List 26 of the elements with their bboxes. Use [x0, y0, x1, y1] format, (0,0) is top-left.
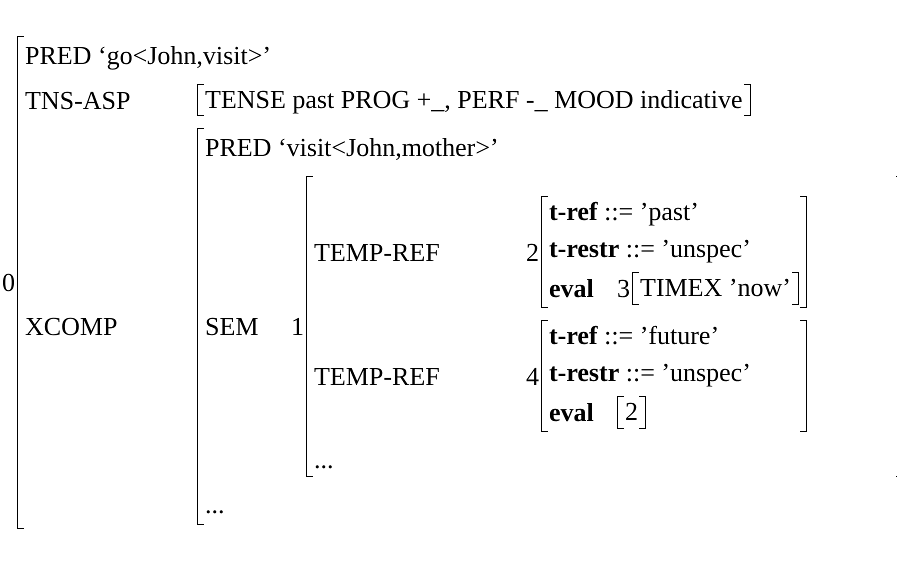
- attribute-label: TEMP-REF: [314, 362, 440, 390]
- index-label: 3: [617, 273, 630, 305]
- feature-text: t-restr ::= ’unspec’: [549, 232, 751, 264]
- feature-text: t-restr ::= ’unspec’: [549, 356, 751, 388]
- attribute-label: TEMP-REF: [314, 238, 440, 266]
- index-label: 1: [291, 310, 304, 343]
- feature-text: PRED ‘visit<John,mother>’: [205, 132, 499, 164]
- attribute-label: eval: [549, 274, 594, 303]
- attribute-label: SEM: [205, 312, 258, 341]
- index-label: 0: [2, 267, 15, 299]
- attribute-value-matrix: [541, 320, 807, 432]
- attribute-label: eval: [549, 398, 594, 427]
- feature-text: PRED ‘go<John,visit>’: [25, 40, 272, 72]
- value-text: 2: [625, 396, 638, 428]
- feature-text: t-ref ::= ’past’: [549, 196, 699, 228]
- feature-text: ...: [314, 444, 334, 476]
- attribute-value-matrix: [617, 396, 646, 429]
- value-text: TIMEX ’now’: [640, 272, 791, 304]
- feature-text: ...: [205, 488, 224, 520]
- index-label: 4: [526, 360, 539, 392]
- index-label: 2: [526, 236, 539, 268]
- attribute-label: XCOMP: [25, 312, 118, 341]
- value-text: TENSE past PROG +_, PERF -_ MOOD indicative: [205, 84, 743, 116]
- attribute-label: TNS-ASP: [25, 86, 130, 114]
- feature-text: t-ref ::= ’future’: [549, 320, 720, 352]
- attribute-value-matrix: [541, 196, 807, 308]
